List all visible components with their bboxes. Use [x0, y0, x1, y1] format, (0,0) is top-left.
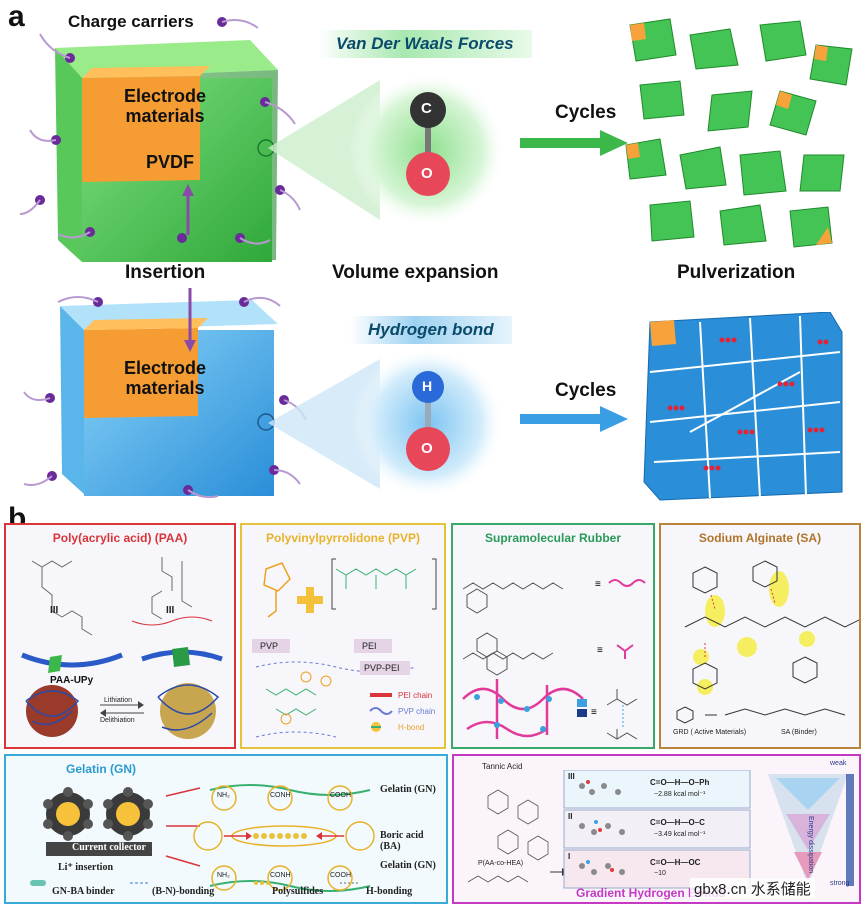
paa-upy-label: PAA-UPy [50, 675, 94, 686]
cooh-label-1: COOH [330, 792, 351, 799]
paa-structure [21, 557, 223, 739]
gradient-structure [467, 770, 854, 889]
charge-carrier-particles-top [19, 17, 301, 245]
paa-sym-2: III [166, 605, 175, 616]
polysulfides-legend: Polysulfides [272, 886, 324, 897]
roman-2: II [568, 812, 573, 821]
energy-dissipation-label: Energy dissipation [807, 816, 814, 874]
watermark: gbx8.cn 水系储能 [690, 878, 815, 899]
vdw-forces-banner: Van Der Waals Forces [318, 30, 532, 58]
panel-a-letter: a [8, 0, 25, 33]
rubber-panel: Supramolecular Rubber ≡ ≡ ≡ [451, 523, 655, 749]
row3-bond: C=O—H—O–Ph [650, 778, 710, 787]
co-molecule [268, 72, 506, 228]
lithiation-label: Lithiation [104, 697, 133, 704]
sa-panel: Sodium Alginate (SA) GRD ( Active Materi… [659, 523, 861, 749]
pvp-title: Polyvinylpyrrolidone (PVP) [265, 531, 421, 545]
gradient-panel: Tannic Acid P(AA-co-HEA) III II I C=O—H—… [452, 754, 861, 904]
nh2-label-2: NH₂ [217, 872, 230, 879]
svg-text:≡: ≡ [591, 707, 597, 718]
atom-o-2: O [421, 440, 433, 457]
pvp-tag: PVP [260, 641, 279, 651]
pvdf-label: PVDF [146, 152, 195, 172]
gn-ba-binder-legend: GN-BA binder [52, 886, 115, 897]
row2-bond: C=O—H—O–C [650, 818, 705, 827]
li-insertion-label: Li⁺ insertion [58, 862, 114, 873]
tannic-acid-label: Tannic Acid [482, 762, 523, 771]
electrode-materials-label-1: Electrode materials [123, 86, 207, 126]
cycles-label-1: Cycles [555, 102, 617, 123]
roman-1: I [568, 852, 571, 861]
row1-bond: C=O—H—OC [650, 858, 701, 867]
delithiation-label: Delithiation [100, 717, 135, 724]
cycles-arrow-2 [520, 406, 628, 432]
hbond-legend: H-bond [398, 723, 425, 732]
binder-cube-blue [60, 288, 278, 496]
atom-o-1: O [421, 165, 433, 182]
gradient-title: Gradient Hydrogen Bonds [576, 886, 726, 900]
pvdf-cube [55, 40, 278, 262]
cooh-label-2: COOH [330, 872, 351, 879]
hydrogen-bond-banner: Hydrogen bond [350, 316, 512, 344]
pvp-pei-tag: PVP-PEI [364, 663, 400, 673]
pulverization-label: Pulverization [677, 262, 796, 283]
row3-energy: −2.88 kcal mol⁻¹ [654, 791, 706, 798]
grd-label: GRD ( Active Materials) [673, 729, 747, 736]
atom-c: C [421, 100, 432, 117]
row1-energy: −10 [654, 870, 666, 877]
weak-label: weak [830, 760, 847, 767]
rubber-title: Supramolecular Rubber [484, 531, 622, 545]
gn-label-2: Gelatin (GN) [380, 860, 436, 871]
row2-energy: −3.49 kcal mol⁻¹ [654, 831, 706, 838]
cycles-arrow-1 [520, 130, 628, 156]
volume-expansion-label: Volume expansion [332, 262, 499, 283]
gn-label-1: Gelatin (GN) [380, 784, 436, 795]
sa-binder-label: SA (Binder) [781, 729, 817, 736]
gelatin-structure [30, 784, 375, 892]
pvp-chain-legend: PVP chain [398, 707, 436, 716]
pvp-panel: Polyvinylpyrrolidone (PVP) PVP PEI PVP-P… [240, 523, 446, 749]
gelatin-panel: Gelatin (GN) Current [4, 754, 448, 904]
charge-carrier-particles-bottom [23, 296, 307, 499]
electrode-materials-label-2: Electrode materials [123, 358, 207, 398]
copolymer-label: P(AA-co-HEA) [478, 860, 524, 867]
sa-structure [676, 560, 859, 724]
insertion-label: Insertion [125, 262, 206, 283]
sa-title: Sodium Alginate (SA) [698, 531, 822, 545]
pei-tag: PEI [362, 641, 377, 651]
h-bonding-legend: H-bonding [366, 886, 413, 897]
bn-bonding-legend: (B-N)-bonding [152, 886, 215, 897]
nh2-label-1: NH₂ [217, 792, 230, 799]
svg-text:≡: ≡ [597, 645, 603, 656]
gelatin-title: Gelatin (GN) [66, 762, 137, 776]
cycles-label-2: Cycles [555, 380, 617, 401]
atom-h: H [422, 378, 433, 394]
charge-carriers-label: Charge carriers [68, 12, 194, 31]
svg-text:≡: ≡ [595, 579, 601, 590]
roman-3: III [568, 772, 575, 781]
paa-title: Poly(acrylic acid) (PAA) [52, 531, 188, 545]
ba-label: Boric acid (BA) [380, 830, 424, 852]
pvp-structure [252, 558, 437, 738]
paa-panel: Poly(acrylic acid) (PAA) III III PAA-UPy… [4, 523, 236, 749]
paa-sym-1: III [50, 605, 59, 616]
current-collector-label: Current collector [72, 842, 146, 853]
pulverized-fragments [625, 18, 853, 248]
conh-label-2: CONH [270, 872, 291, 879]
rubber-structure: ≡ ≡ ≡ [462, 579, 646, 740]
conh-label-1: CONH [270, 792, 291, 799]
pei-chain-legend: PEI chain [398, 691, 433, 700]
ho-molecule [268, 347, 504, 499]
bonded-blocks [643, 312, 843, 501]
strong-label: strong [830, 880, 850, 887]
